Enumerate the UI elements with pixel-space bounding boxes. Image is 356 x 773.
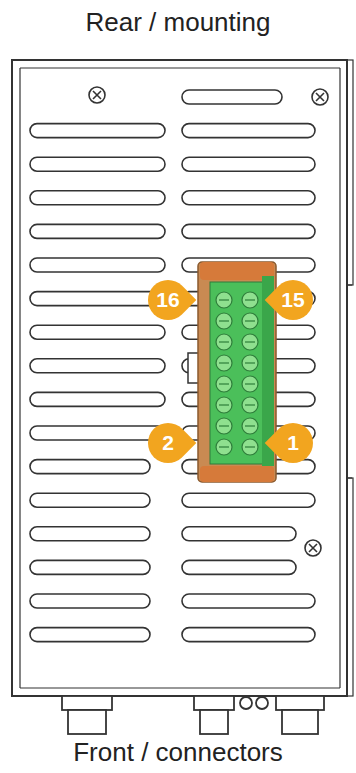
callout-marker: 1 [273,423,313,463]
callout-marker: 16 [148,280,188,320]
view-label: Front / connectors [73,738,283,767]
callout-marker: 2 [148,423,188,463]
callout-marker: 15 [273,280,313,320]
callout-number: 2 [148,423,188,463]
callout-number: 15 [273,280,313,320]
view-label: Rear / mounting [86,8,271,37]
callout-number: 1 [273,423,313,463]
callout-number: 16 [148,280,188,320]
